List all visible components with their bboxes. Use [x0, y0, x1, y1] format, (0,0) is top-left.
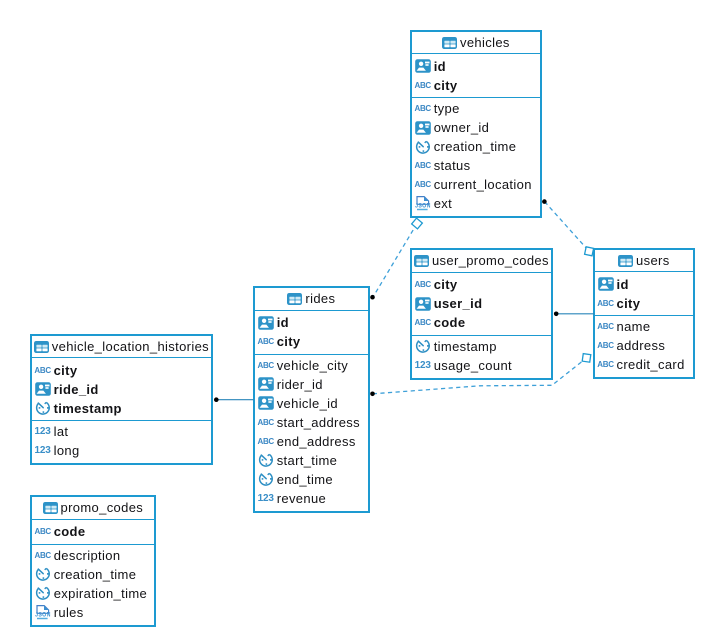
svg-text:JSON: JSON: [415, 204, 431, 210]
svg-text:JSON: JSON: [35, 612, 51, 618]
